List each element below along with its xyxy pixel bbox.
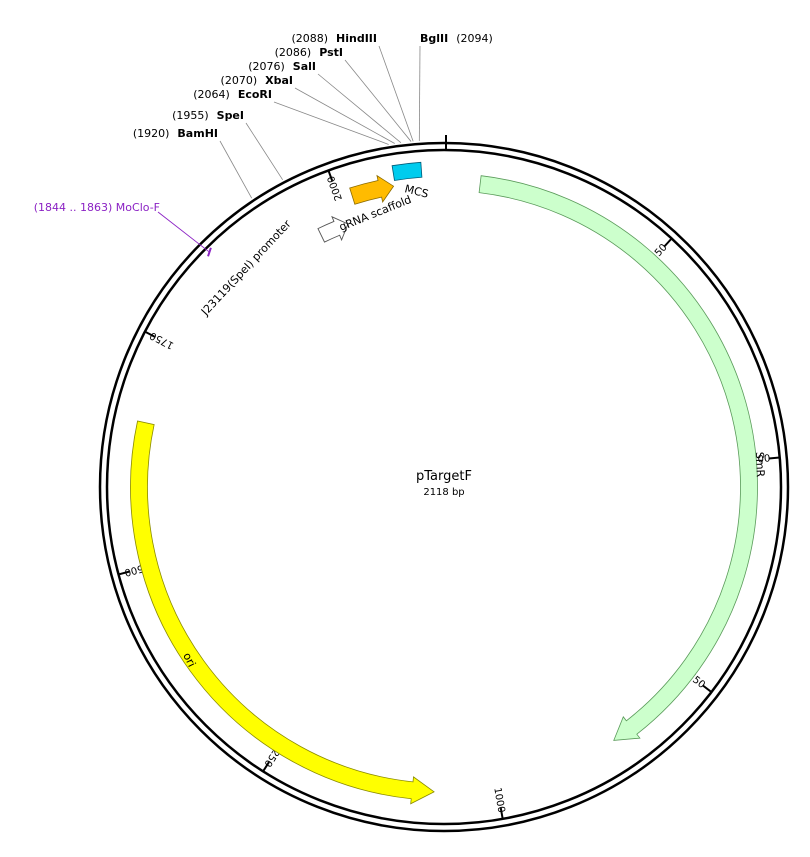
feature-arrows — [130, 161, 758, 805]
site-name: PstI — [319, 46, 343, 59]
site-leader — [344, 59, 412, 142]
backbone-inner-ring — [105, 148, 783, 826]
feature-label-smr: SmR — [753, 452, 767, 478]
tick-mark — [499, 807, 504, 820]
feature-label-grna-scaffold: gRNA scaffold — [337, 193, 413, 234]
primer-leader — [157, 211, 210, 253]
site-label: BglII (2094) — [420, 32, 493, 45]
primer-mark — [207, 247, 212, 257]
site-leader — [294, 87, 395, 144]
site-position: (2094) — [456, 32, 493, 45]
smr-arrow — [478, 175, 758, 741]
site-position: (2064) — [193, 88, 230, 101]
site-label: (2076) SalI — [248, 60, 316, 73]
site-position: (2088) — [291, 32, 328, 45]
site-position: (2086) — [275, 46, 312, 59]
backbone-outer-ring — [98, 141, 790, 833]
tick-mark — [663, 237, 673, 248]
ori-arrow — [130, 420, 435, 805]
site-name: BglII — [420, 32, 448, 45]
site-position: (1920) — [133, 127, 170, 140]
tick-mark — [262, 761, 270, 772]
plasmid-name: pTargetF — [416, 469, 472, 484]
site-name: SalI — [293, 60, 316, 73]
site-label: (2086) PstI — [275, 46, 343, 59]
tick-mark — [118, 570, 130, 576]
site-label: (2088) HindIII — [291, 32, 377, 45]
tick-mark — [768, 456, 780, 460]
site-leader — [273, 101, 389, 145]
site-name: BamHI — [177, 127, 218, 140]
promoter-arrow — [317, 215, 349, 243]
site-label: (2070) XbaI — [221, 74, 293, 87]
site-leader — [317, 73, 402, 143]
grna-scaffold-arrow — [349, 174, 395, 205]
site-name: EcoRI — [238, 88, 272, 101]
tick-mark — [327, 170, 334, 182]
site-leader — [378, 45, 414, 142]
site-leader — [245, 122, 284, 181]
tick-label: 1000 — [491, 787, 506, 814]
primer-label: (1844 .. 1863) MoClo-F — [34, 201, 160, 214]
primer-annotation: (1844 .. 1863) MoClo-F — [34, 201, 212, 257]
restriction-sites: (2088) HindIII (2086) PstI (2076) SalI (2070) X… — [133, 32, 493, 199]
tick-label: 1750 — [148, 329, 176, 350]
feature-label-ori: ori — [180, 651, 198, 670]
site-position: (1955) — [172, 109, 209, 122]
mcs-box — [391, 161, 423, 181]
site-label: (1920) BamHI — [133, 127, 218, 140]
site-name: SpeI — [217, 109, 244, 122]
site-name: HindIII — [336, 32, 377, 45]
plasmid-length: 2118 bp — [423, 487, 464, 498]
tick-label: 2000 — [326, 174, 345, 202]
site-label: (1955) SpeI — [172, 109, 244, 122]
tick-mark — [144, 330, 156, 338]
site-position: (2076) — [248, 60, 285, 73]
site-leader — [418, 45, 421, 141]
tick-mark — [702, 684, 713, 693]
site-leader — [219, 140, 253, 199]
feature-label-mcs: MCS — [403, 182, 430, 200]
site-name: XbaI — [265, 74, 293, 87]
site-label: (2064) EcoRI — [193, 88, 272, 101]
site-position: (2070) — [221, 74, 258, 87]
